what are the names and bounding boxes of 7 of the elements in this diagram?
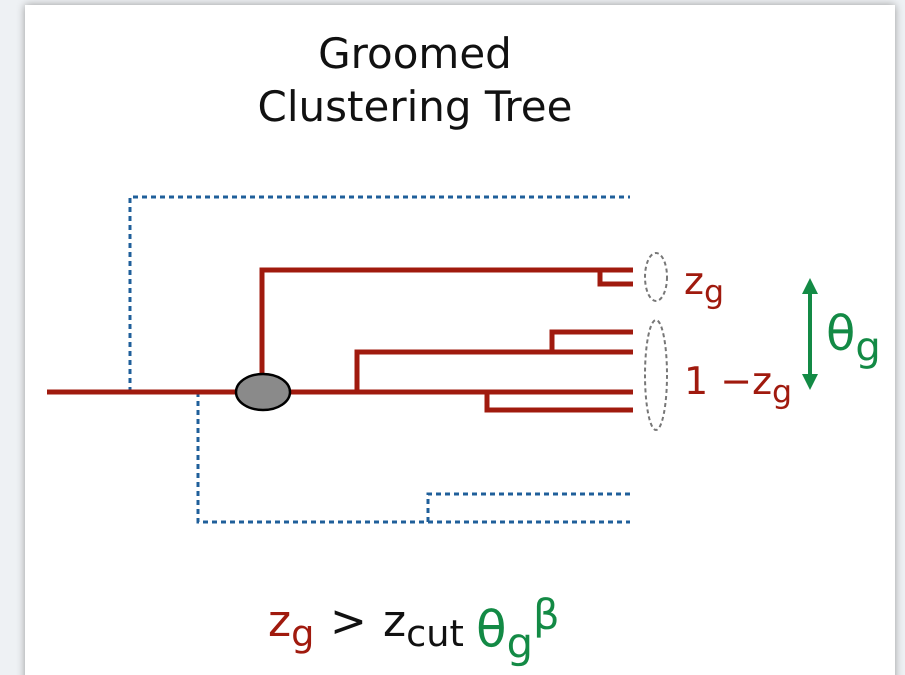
branch-label: 1 −z$_{g}$	[684, 362, 792, 410]
angle-label: θ$_{g}$	[826, 310, 881, 368]
title: Groomed Clustering Tree	[256, 28, 574, 132]
branch-label: z$_{g}$	[684, 262, 724, 310]
formula-term: z$_{cut}$	[383, 600, 464, 652]
formula-term: z$_{g}$	[268, 600, 314, 652]
formula-operator: >	[330, 600, 367, 644]
